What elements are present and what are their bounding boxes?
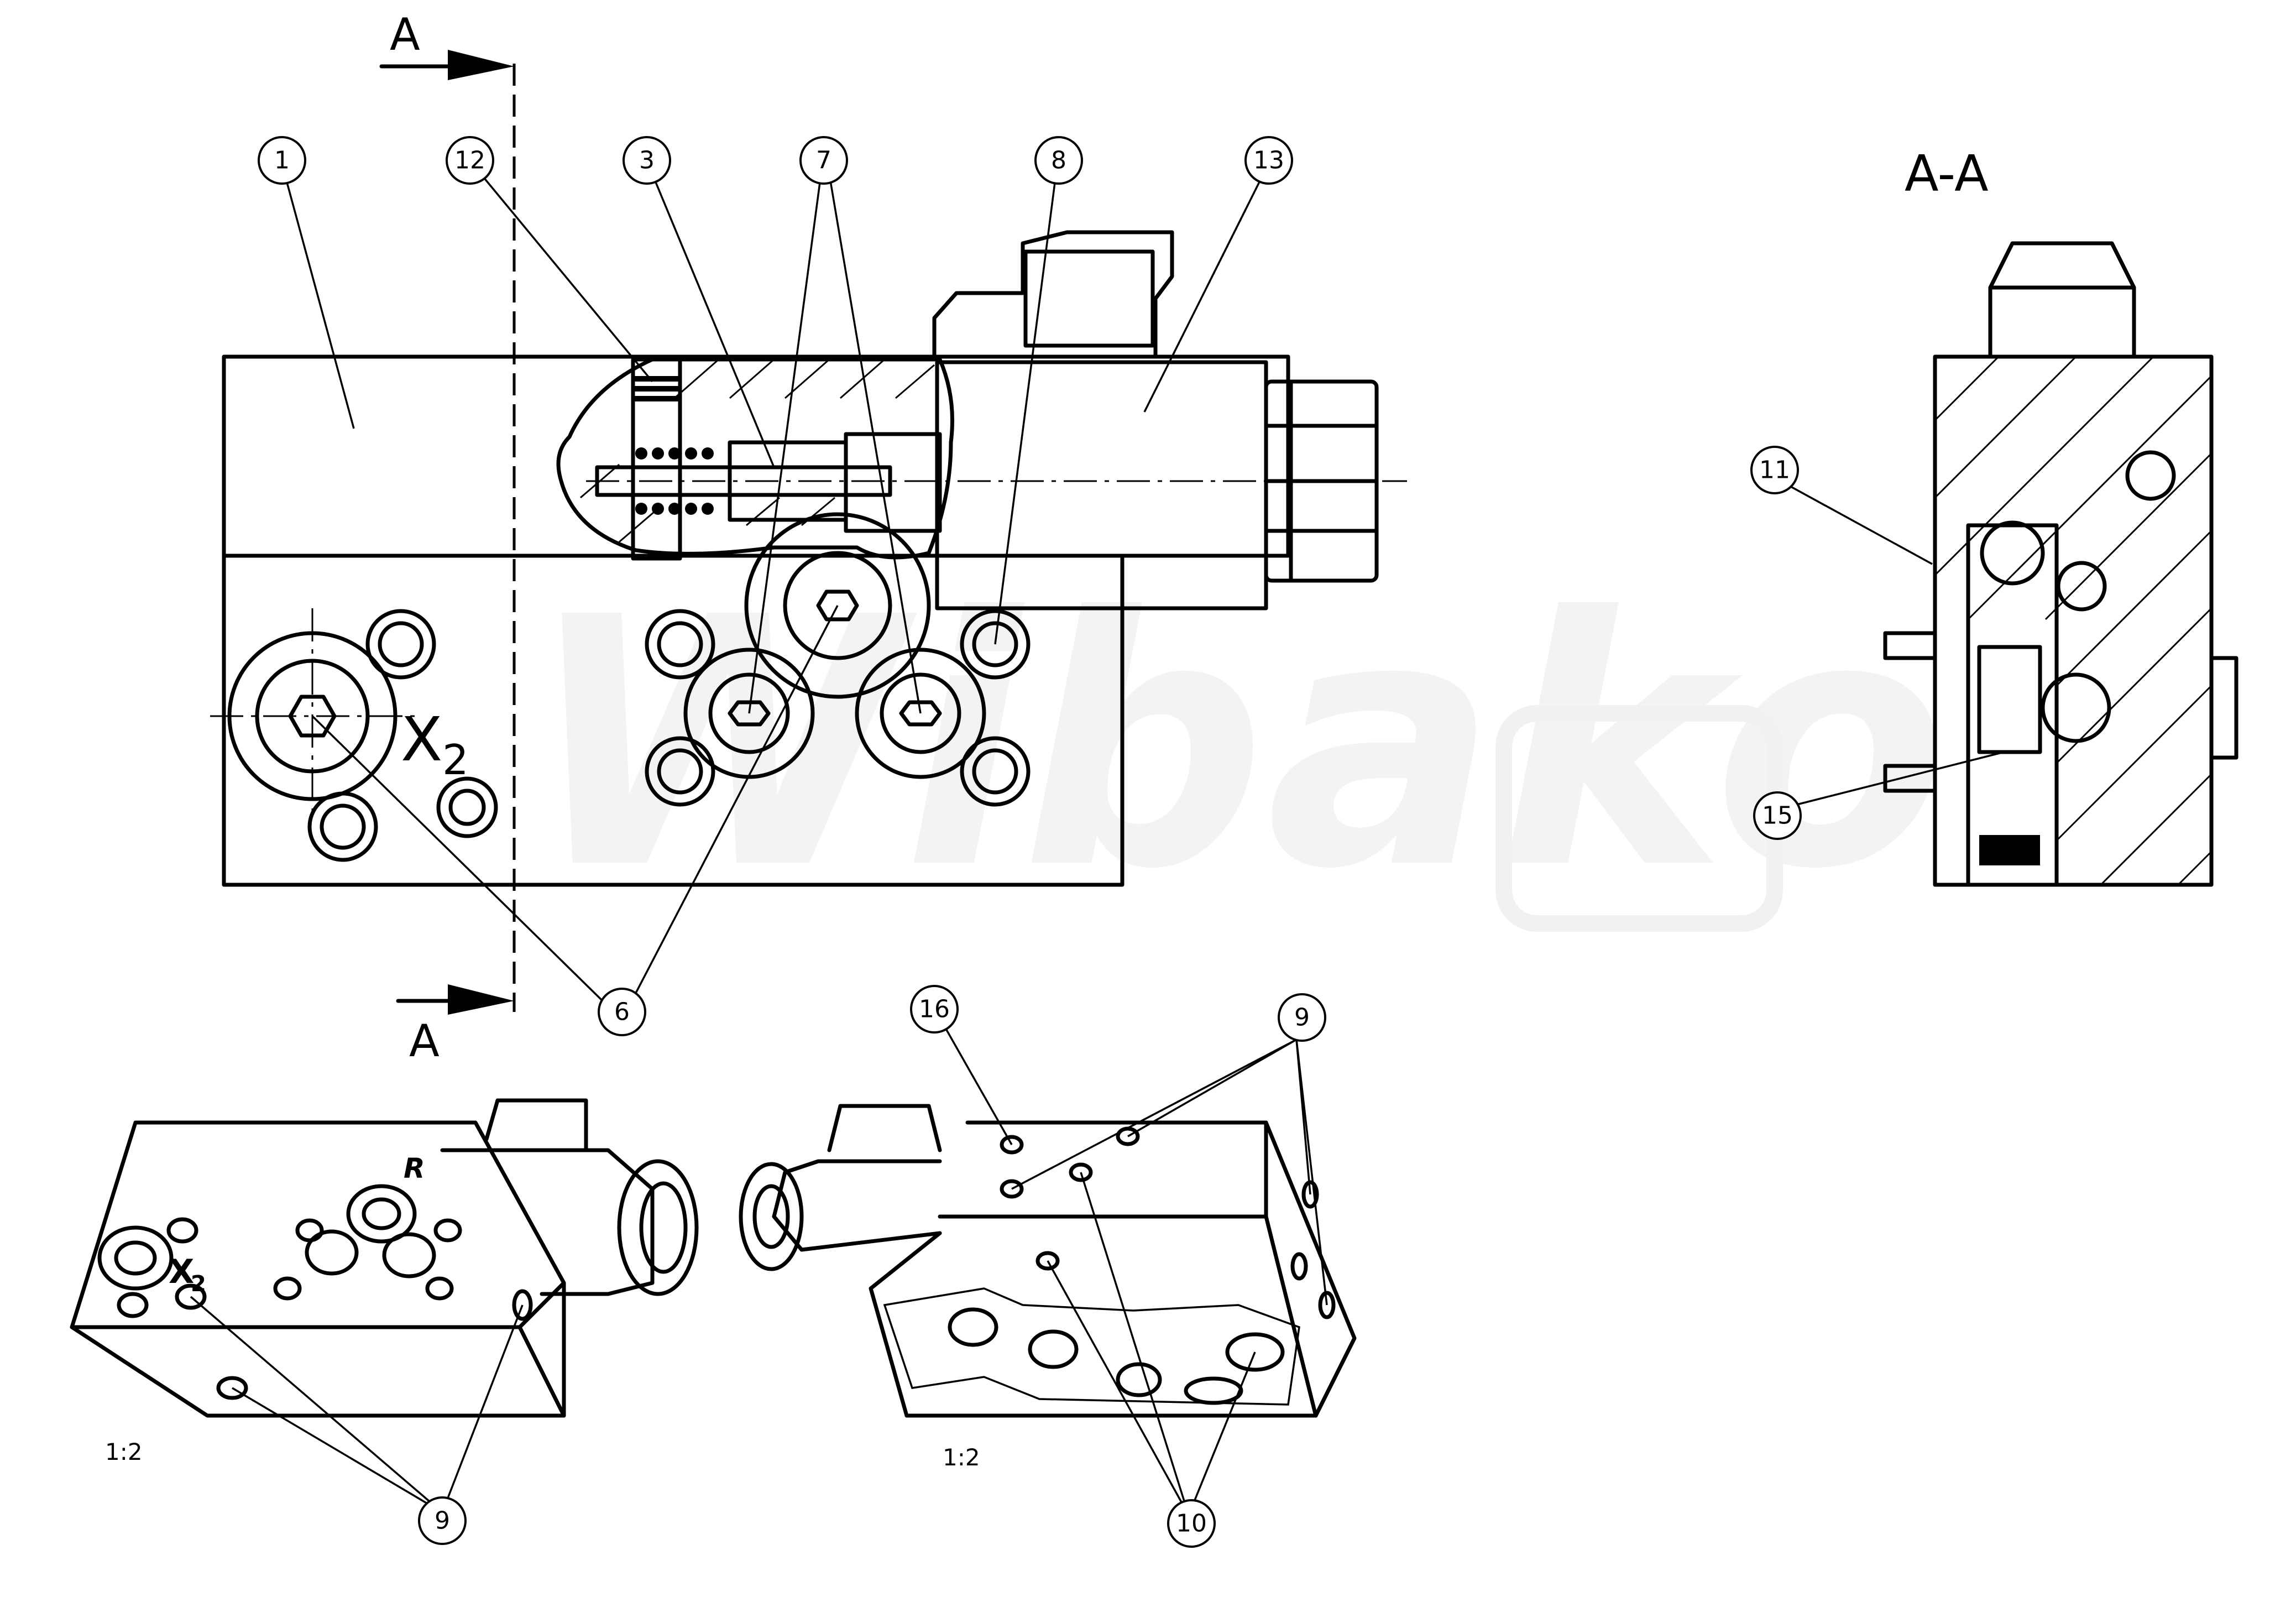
screw (645, 609, 715, 680)
front-view: X 2 (210, 64, 1407, 1012)
section-boundary (556, 357, 954, 560)
port-x2-label-sub: 2 (442, 735, 469, 784)
iso-port-r-label: R (404, 1152, 425, 1184)
section-body (1933, 354, 2214, 887)
callout-13-text: 13 (1253, 147, 1284, 175)
port-x2-label: X (401, 704, 442, 775)
callout-15: 15 (1753, 791, 1802, 840)
section-bore (1966, 523, 2059, 887)
valve-body-lower (222, 554, 1125, 887)
electric-connector (932, 230, 1174, 359)
callout-9-left-text: 9 (435, 1507, 450, 1535)
screw (307, 791, 378, 862)
plug-thread (633, 376, 680, 401)
callout-3-text: 3 (639, 147, 655, 175)
callout-12: 12 (446, 136, 494, 185)
callout-8-text: 8 (1051, 147, 1066, 175)
callout-10-text: 10 (1176, 1510, 1207, 1538)
section-hatching (1934, 356, 2213, 886)
port-small (436, 776, 498, 838)
callout-15-text: 15 (1762, 802, 1793, 830)
section-view (1883, 241, 2239, 887)
screw (960, 736, 1031, 807)
scale-label-left: 1:2 (105, 1438, 143, 1465)
spring (635, 447, 714, 515)
callout-9-right: 9 (1278, 993, 1326, 1042)
solenoid-coil (586, 230, 1407, 610)
callout-7: 7 (799, 136, 848, 185)
screw (960, 609, 1031, 680)
section-hole (2041, 672, 2111, 743)
section-letter-bottom: A (409, 1015, 440, 1067)
callout-8: 8 (1034, 136, 1083, 185)
callout-12-text: 12 (454, 147, 485, 175)
isometric-view-right (739, 1104, 1357, 1418)
callout-6: 6 (598, 988, 646, 1036)
section-hole (2056, 561, 2107, 612)
section-letter-top: A (390, 9, 420, 60)
callout-7-text: 7 (816, 147, 831, 175)
iso-gasket (883, 1287, 1300, 1406)
iso-solenoid (440, 1148, 655, 1296)
iso-solenoid-right (772, 1159, 942, 1252)
scale-label-right: 1:2 (943, 1444, 980, 1471)
section-arrow-top (379, 50, 514, 80)
cartridge-section (556, 357, 954, 561)
isometric-view-left (70, 1098, 699, 1418)
section-arrow-bottom (396, 984, 514, 1015)
screw (645, 736, 715, 807)
port-x2 (210, 608, 415, 818)
section-hole (2125, 450, 2176, 501)
callout-13: 13 (1244, 136, 1293, 185)
callout-1-text: 1 (274, 147, 290, 175)
callout-leaders (190, 173, 2005, 1516)
iso-port-x2-label-sub: 2 (191, 1271, 206, 1297)
callout-11-text: 11 (1759, 456, 1790, 484)
mounting-screws (307, 609, 1031, 862)
callout-16-text: 16 (919, 995, 950, 1024)
vertical-plug (631, 357, 682, 561)
callout-10: 10 (1167, 1499, 1216, 1548)
section-connector (1988, 241, 2136, 359)
callout-6-text: 6 (614, 998, 630, 1026)
section-view-title: A-A (1905, 145, 1989, 203)
callout-3: 3 (623, 136, 671, 185)
valve-body-upper (222, 354, 1290, 558)
port-center-top (744, 512, 931, 699)
callout-16: 16 (910, 985, 959, 1034)
section-spring (1977, 645, 2042, 754)
callout-11: 11 (1750, 446, 1799, 494)
callout-9-right-text: 9 (1294, 1004, 1310, 1032)
iso-port-x2-label: X (169, 1252, 194, 1291)
callout-1: 1 (258, 136, 306, 185)
port-center-right (855, 648, 986, 779)
screw (365, 609, 436, 680)
callout-9-left: 9 (418, 1496, 467, 1545)
